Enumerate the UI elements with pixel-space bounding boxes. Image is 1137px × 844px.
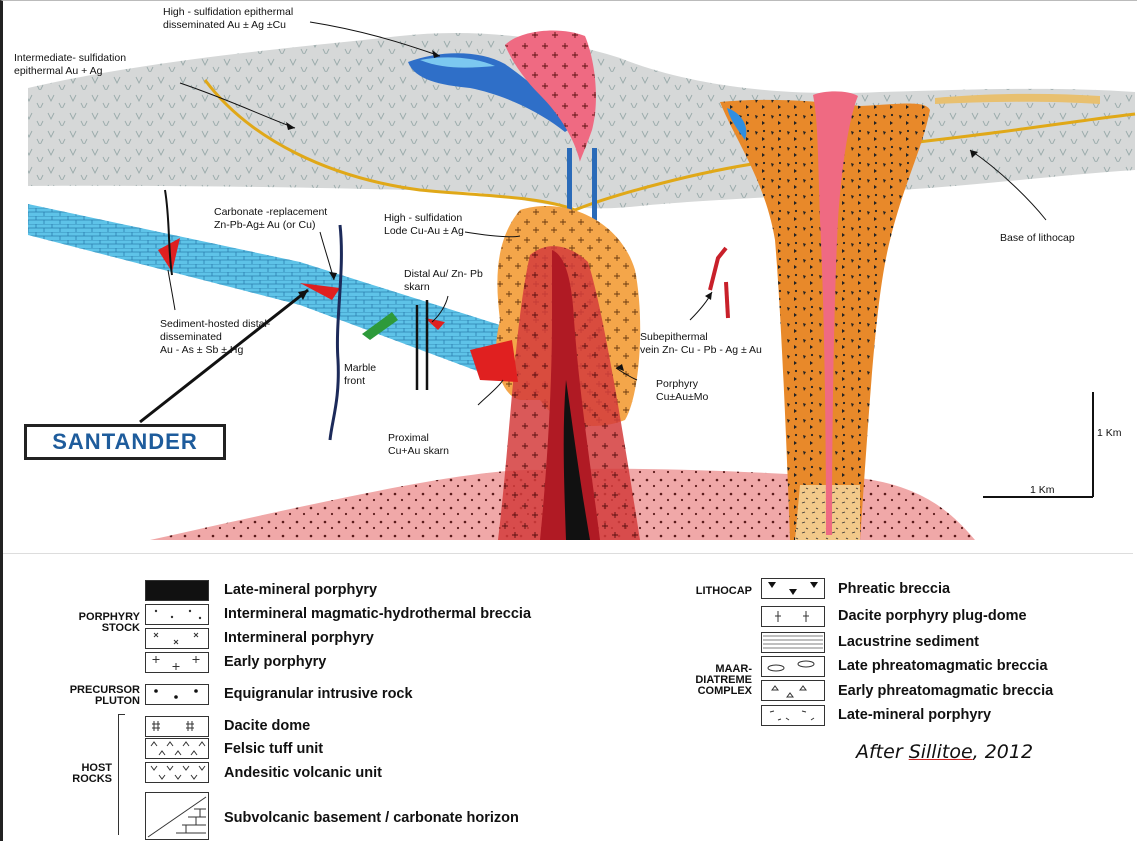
- label-marble-front: Marble front: [344, 362, 376, 388]
- citation-prefix: After: [856, 741, 909, 763]
- citation-author: Sillitoe: [909, 741, 973, 763]
- legend-label-late-mineral-porphyry-right: Late-mineral porphyry: [838, 707, 991, 723]
- legend-label-felsic-tuff: Felsic tuff unit: [224, 741, 323, 757]
- swatch-late-mineral-porphyry-right: [761, 705, 825, 726]
- legend-label-dacite-dome: Dacite dome: [224, 718, 310, 734]
- swatch-lacustrine: [761, 632, 825, 653]
- group-host-rocks: HOST ROCKS: [38, 763, 112, 785]
- label-high-sulfidation-lode: High - sulfidation Lode Cu-Au ± Ag: [384, 212, 464, 238]
- legend-label-equigranular: Equigranular intrusive rock: [224, 686, 413, 702]
- label-porphyry: Porphyry Cu±Au±Mo: [656, 378, 708, 404]
- swatch-intermineral-porphyry: [145, 628, 209, 649]
- label-high-sulfidation-epithermal: High - sulfidation epithermal disseminat…: [163, 6, 293, 32]
- label-carbonate-replacement: Carbonate -replacement Zn-Pb-Ag± Au (or …: [214, 206, 327, 232]
- marble-front-vein: [330, 225, 341, 440]
- swatch-phreatic-breccia: [761, 578, 825, 599]
- group-maar-diatreme: MAAR- DIATREME COMPLEX: [660, 664, 752, 697]
- subepithermal-vein-1: [710, 248, 726, 290]
- swatch-intermineral-breccia: [145, 604, 209, 625]
- label-proximal-skarn: Proximal Cu+Au skarn: [388, 432, 449, 458]
- label-sediment-hosted: Sediment-hosted distal- disseminated Au …: [160, 318, 270, 357]
- geologic-cross-section: [0, 0, 1137, 553]
- host-rocks-bracket: [118, 714, 125, 835]
- legend-label-lacustrine: Lacustrine sediment: [838, 634, 979, 650]
- legend-label-dacite-plug-dome: Dacite porphyry plug-dome: [838, 608, 1027, 624]
- swatch-early-porphyry: [145, 652, 209, 673]
- legend-label-intermineral-breccia: Intermineral magmatic-hydrothermal brecc…: [224, 606, 531, 622]
- swatch-felsic-tuff: [145, 738, 209, 759]
- swatch-subvolcanic: [145, 792, 209, 840]
- label-subepithermal-vein: Subepithermal vein Zn- Cu - Pb - Ag ± Au: [640, 331, 762, 357]
- label-intermediate-sulfidation: Intermediate- sulfidation epithermal Au …: [14, 52, 126, 78]
- swatch-equigranular: [145, 684, 209, 705]
- legend-label-subvolcanic: Subvolcanic basement / carbonate horizon: [224, 810, 519, 826]
- label-scale-horizontal: 1 Km: [1030, 484, 1055, 497]
- citation: After Sillitoe, 2012: [856, 741, 1033, 763]
- swatch-late-phreatomagmatic: [761, 656, 825, 677]
- citation-year: , 2012: [973, 741, 1033, 763]
- swatch-dacite-plug-dome: [761, 606, 825, 627]
- group-lithocap: LITHOCAP: [660, 586, 752, 597]
- swatch-early-phreatomagmatic: [761, 680, 825, 701]
- legend-label-intermineral-porphyry: Intermineral porphyry: [224, 630, 374, 646]
- legend-label-phreatic-breccia: Phreatic breccia: [838, 581, 950, 597]
- legend-label-early-porphyry: Early porphyry: [224, 654, 326, 670]
- swatch-late-mineral-porphyry: [145, 580, 209, 601]
- label-scale-vertical: 1 Km: [1097, 427, 1122, 440]
- swatch-andesitic: [145, 762, 209, 783]
- label-base-of-lithocap: Base of lithocap: [1000, 232, 1075, 245]
- group-porphyry-stock: PORPHYRY STOCK: [38, 612, 140, 634]
- legend-label-late-phreatomagmatic: Late phreatomagmatic breccia: [838, 658, 1048, 674]
- group-precursor-pluton: PRECURSOR PLUTON: [28, 685, 140, 707]
- legend-label-early-phreatomagmatic: Early phreatomagmatic breccia: [838, 683, 1053, 699]
- swatch-dacite-dome: [145, 716, 209, 737]
- santander-box: SANTANDER: [24, 424, 226, 460]
- label-distal-skarn: Distal Au/ Zn- Pb skarn: [404, 268, 483, 294]
- legend-divider: [3, 553, 1133, 554]
- legend-label-andesitic: Andesitic volcanic unit: [224, 765, 382, 781]
- legend-label-late-mineral-porphyry: Late-mineral porphyry: [224, 582, 377, 598]
